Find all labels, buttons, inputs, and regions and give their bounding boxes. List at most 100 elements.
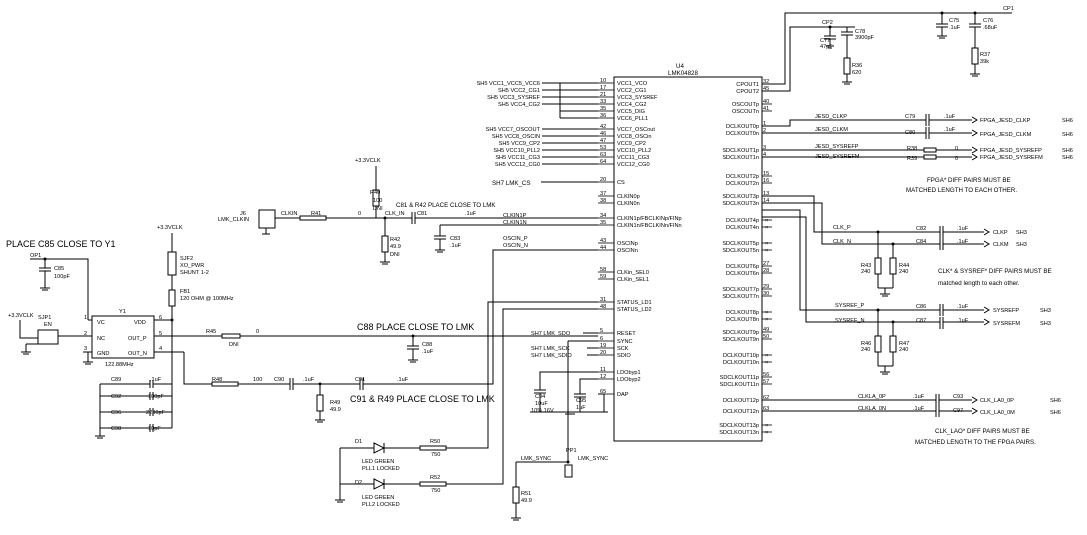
y1-outn: OUT_N: [128, 351, 147, 357]
c94-ref: C94: [535, 394, 545, 400]
ic-pin-name: OSCOUTp: [732, 102, 759, 108]
net-lmk-sck: SH7 LMK_SCK: [531, 346, 570, 352]
net-clk-n: CLK_N: [833, 239, 851, 245]
d2-l2: PLL2 LOCKED: [362, 502, 400, 508]
c83-ref: C83: [450, 236, 460, 242]
r45-val: 0: [256, 329, 259, 335]
j6-label: LMK_CLKIN: [218, 217, 249, 223]
ic-pin-name: DCLKOUT8p: [726, 310, 759, 316]
note-clk-lao-2: MATCHED LENGTH TO THE FPGA PAIRS.: [915, 439, 1036, 446]
resistor-r48: [211, 381, 239, 387]
c81-val: .1uF: [465, 211, 477, 217]
led-d2-symbol: [373, 478, 386, 490]
net-clkla-0n: CLKLA_0N: [858, 406, 886, 412]
r52-val: 750: [431, 488, 440, 494]
c77-ref: C77: [820, 38, 830, 44]
junction: [170, 318, 174, 322]
junction: [43, 257, 47, 261]
out-fpga-jesd-sysrefm: FPGA_JESD_SYSREFM: [980, 155, 1043, 161]
r40-val: 100: [373, 198, 382, 204]
ic-pin-number: 28: [763, 268, 769, 274]
note-c88: C88 PLACE CLOSE TO LMK: [357, 322, 474, 332]
jumper-sjp1[interactable]: [37, 329, 59, 345]
resistor-r44: [889, 257, 897, 275]
resistor-r39: [923, 154, 937, 160]
ic-pin-name: VCC4_CG2: [617, 102, 647, 108]
r48-ref: R48: [212, 377, 222, 383]
label-op1: OP1: [30, 253, 41, 259]
ic-pin-name: STATUS_LD1: [617, 300, 652, 306]
cap-c85: [30, 258, 89, 320]
sheet-sh6: SH6: [1050, 398, 1061, 404]
net-jesd-clkm: JESD_CLKM: [815, 127, 848, 133]
cap-c83: [434, 224, 598, 253]
ic-pin-number: 64: [600, 159, 606, 165]
sjf2-l2: SHUNT 1-2: [180, 270, 209, 276]
c79-val: .1uF: [944, 114, 956, 120]
loop-filter: CP1 CP2 C77 47pF C78 3900pF R36 620 C75 …: [762, 6, 1014, 92]
ic-pin-name: SDCLKOUT11n: [720, 382, 759, 388]
c95-ref: C95: [576, 398, 586, 404]
ic-pin-name: SDCLKOUT1n: [722, 155, 759, 161]
r46-ref: R46: [861, 341, 871, 347]
r37-ref: R37: [980, 52, 990, 58]
r37-val: 39k: [980, 59, 989, 65]
ic-pin-nc-mark: ×: [765, 248, 768, 254]
ic-pin-name: SDCLKOUT3p: [722, 194, 759, 200]
y1-left-wires: [83, 319, 93, 365]
r38-val: 0: [955, 146, 958, 152]
r40-dni: DNI: [373, 206, 383, 212]
resistor-r43: [874, 257, 882, 275]
jumper-sjf2[interactable]: [167, 251, 177, 276]
ic-pin-name: STATUS_LD2: [617, 307, 652, 313]
c77-val: 47pF: [820, 44, 833, 50]
cap-c77: [824, 27, 836, 46]
vcc-osc: +3.3VCLK: [157, 225, 183, 231]
sheet-sh3: SH3: [1040, 308, 1051, 314]
r42-wire: [380, 218, 390, 265]
resistor-r52: [419, 481, 447, 487]
d1-l1: LED GREEN: [362, 459, 394, 465]
fb1-ref: FB1: [180, 289, 190, 295]
y1-pin5: 5: [159, 331, 162, 337]
ic-pin-name: SDCLKOUT11p: [720, 375, 759, 381]
decoupling-caps: [95, 320, 173, 439]
y1-pin1: 1: [84, 315, 87, 321]
ic-pin-number: 34: [600, 213, 606, 219]
sheet-sh6: SH6: [1050, 410, 1061, 416]
ic-pin-name: VCC5_DIG: [617, 109, 645, 115]
ic-pin-number: 47: [600, 138, 606, 144]
resistor-r50: [419, 445, 447, 451]
y1-pin6: 6: [159, 315, 162, 321]
ic-pin-name: DCLKOUT10n: [723, 360, 759, 366]
testpoint-pp1[interactable]: [564, 464, 573, 478]
c90-val: .1uF: [303, 377, 315, 383]
sheet-ref: SH6: [1062, 148, 1073, 154]
ic-pin-name: DCLKOUT12n: [723, 409, 759, 415]
led-d1-symbol: [373, 442, 386, 454]
fb1-val: 120 OHM @ 100MHz: [180, 296, 234, 302]
ic-pin-number: 4: [763, 152, 766, 158]
sjp1-ref: SJP1: [38, 315, 51, 321]
clkin-section: +3.3VCLK R40 100 DNI C81 & R42 PLACE CLO…: [218, 158, 598, 265]
out-fpga-jesd-clkp: FPGA_JESD_CLKP: [980, 118, 1031, 124]
resistor-r51: [512, 486, 520, 504]
clk-lao-outputs: CLKLA_0P CLKLA_0N .1uF .1uF C93 C97 CLK_…: [762, 394, 1061, 446]
ic-pin-nc-mark: ×: [765, 360, 768, 366]
resistor-r47: [889, 335, 897, 353]
r49-wire: [315, 384, 325, 423]
ic-pin-number: 1: [763, 121, 766, 127]
r36-val: 620: [852, 70, 861, 76]
ic-pin-name: SDIO: [617, 353, 631, 359]
power-net-label: SH5 VCC10_PLL2: [493, 148, 540, 154]
clk-lao-wires: [762, 399, 936, 412]
ldo-caps: [530, 371, 608, 415]
r44-val: 240: [899, 269, 908, 275]
ic-pin-number: 35: [600, 220, 606, 226]
ic-pin-name: LDObyp1: [617, 370, 641, 376]
r43-r44-wires: [877, 232, 894, 297]
c87-ref: C87: [916, 318, 926, 324]
ic-pin-name: DCLKOUT8n: [726, 317, 759, 323]
c98-ref: C98: [111, 426, 121, 432]
